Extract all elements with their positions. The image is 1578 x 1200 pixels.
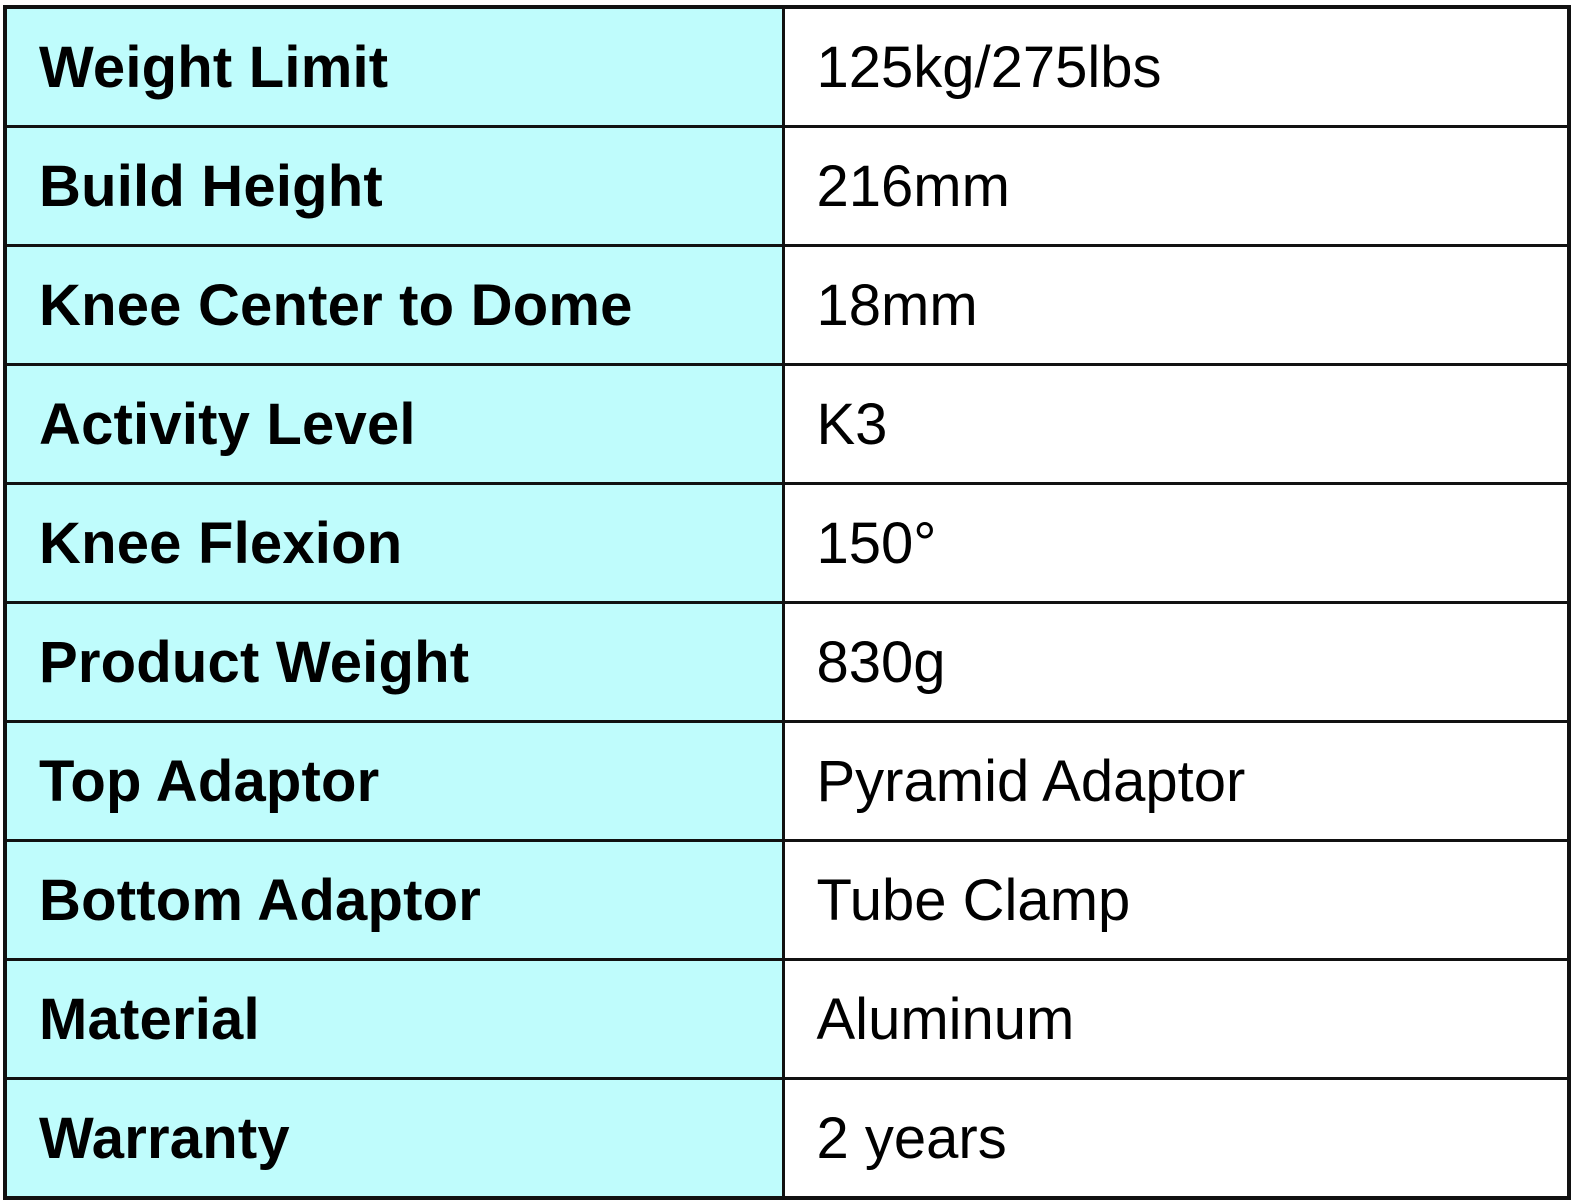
- spec-label: Build Height: [3, 125, 785, 247]
- spec-row-weight-limit: Weight Limit 125kg/275lbs: [3, 5, 1571, 128]
- spec-label: Bottom Adaptor: [3, 839, 785, 961]
- spec-label: Top Adaptor: [3, 720, 785, 842]
- spec-value: Pyramid Adaptor: [781, 720, 1571, 842]
- spec-value: Tube Clamp: [781, 839, 1571, 961]
- spec-row-material: Material Aluminum: [3, 958, 1571, 1080]
- spec-value: 125kg/275lbs: [781, 5, 1571, 128]
- spec-label: Knee Center to Dome: [3, 244, 785, 366]
- spec-label: Activity Level: [3, 363, 785, 485]
- spec-row-top-adaptor: Top Adaptor Pyramid Adaptor: [3, 720, 1571, 842]
- spec-row-knee-center-to-dome: Knee Center to Dome 18mm: [3, 244, 1571, 366]
- spec-table-body: Weight Limit 125kg/275lbs Build Height 2…: [3, 5, 1571, 1200]
- spec-value: 216mm: [781, 125, 1571, 247]
- spec-table: Weight Limit 125kg/275lbs Build Height 2…: [3, 5, 1571, 1200]
- spec-row-product-weight: Product Weight 830g: [3, 601, 1571, 723]
- spec-label: Material: [3, 958, 785, 1080]
- spec-label: Product Weight: [3, 601, 785, 723]
- spec-row-warranty: Warranty 2 years: [3, 1077, 1571, 1200]
- spec-value: 2 years: [781, 1077, 1571, 1200]
- spec-value: 830g: [781, 601, 1571, 723]
- spec-label: Knee Flexion: [3, 482, 785, 604]
- spec-value: Aluminum: [781, 958, 1571, 1080]
- spec-value: K3: [781, 363, 1571, 485]
- spec-label: Warranty: [3, 1077, 785, 1200]
- spec-value: 150°: [781, 482, 1571, 604]
- spec-row-knee-flexion: Knee Flexion 150°: [3, 482, 1571, 604]
- spec-row-bottom-adaptor: Bottom Adaptor Tube Clamp: [3, 839, 1571, 961]
- spec-value: 18mm: [781, 244, 1571, 366]
- spec-row-build-height: Build Height 216mm: [3, 125, 1571, 247]
- spec-label: Weight Limit: [3, 5, 785, 128]
- spec-row-activity-level: Activity Level K3: [3, 363, 1571, 485]
